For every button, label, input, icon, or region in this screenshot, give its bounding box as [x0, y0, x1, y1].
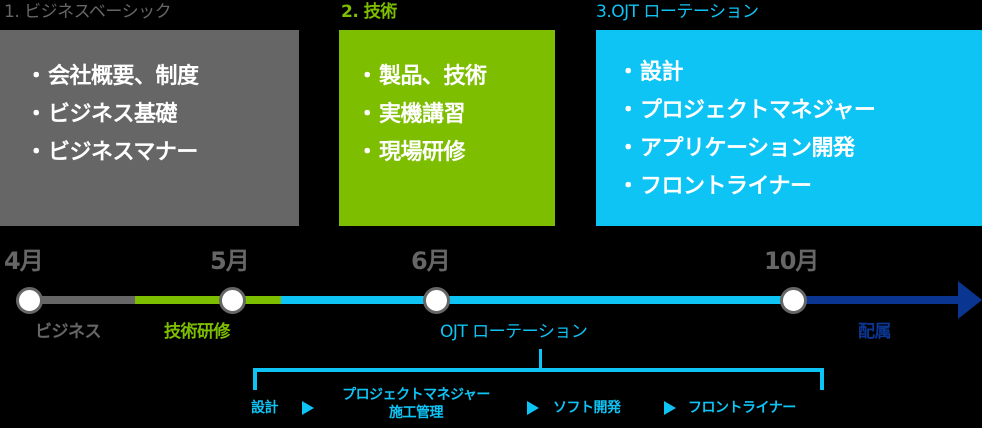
timeline-segment-tech: [135, 296, 281, 304]
arrow-right-icon: [527, 401, 539, 415]
phase-box-ojt: ・設計 ・プロジェクトマネジャー ・アプリケーション開発 ・フロントライナー: [596, 30, 982, 226]
timeline-arrow-icon: [958, 281, 982, 319]
bracket-left-leg: [253, 368, 257, 390]
month-label-june: 6月: [411, 247, 451, 275]
phase-item: ・実機講習: [356, 102, 466, 127]
arrow-right-icon: [664, 401, 676, 415]
phase-item: ・アプリケーション開発: [617, 136, 855, 161]
phase-item: ・ビジネスマナー: [25, 140, 198, 165]
segment-label-ojt: OJT ローテーション: [440, 322, 588, 342]
phase-item: ・プロジェクトマネジャー: [617, 98, 876, 123]
bracket-horizontal: [253, 368, 824, 372]
timeline-segment-assignment: [795, 296, 960, 304]
timeline-node-may: [219, 287, 246, 314]
phase-item: ・製品、技術: [356, 64, 487, 89]
phase-title-ojt: 3.OJT ローテーション: [596, 2, 759, 22]
rotation-step-design: 設計: [251, 400, 279, 416]
phase-item: ・会社概要、制度: [25, 64, 199, 89]
rotation-step-sublabel: 施工管理: [389, 405, 444, 421]
timeline-node-october: [780, 287, 807, 314]
month-label-october: 10月: [764, 247, 819, 275]
rotation-step-front-liner: フロントライナー: [688, 400, 796, 416]
timeline-segment-business: [30, 296, 135, 304]
phase-item: ・フロントライナー: [617, 174, 812, 199]
phase-item: ・現場研修: [356, 140, 466, 165]
segment-label-tech: 技術研修: [164, 322, 231, 342]
segment-label-business: ビジネス: [35, 322, 102, 342]
rotation-step-project-manager: プロジェクトマネジャー 施工管理: [322, 386, 510, 422]
phase-item: ・ビジネス基礎: [25, 102, 178, 127]
phase-item: ・設計: [617, 60, 684, 85]
rotation-step-label: プロジェクトマネジャー: [342, 387, 490, 403]
phase-box-business-basic: ・会社概要、制度 ・ビジネス基礎 ・ビジネスマナー: [0, 30, 299, 226]
phase-title-business-basic: 1. ビジネスベーシック: [4, 2, 172, 22]
bracket-right-leg: [820, 368, 824, 390]
phase-title-tech: 2. 技術: [341, 2, 397, 22]
arrow-right-icon: [302, 401, 314, 415]
timeline-node-june: [423, 287, 450, 314]
bracket-stem: [539, 349, 542, 369]
phase-box-tech: ・製品、技術 ・実機講習 ・現場研修: [339, 30, 555, 226]
timeline-node-april: [16, 287, 43, 314]
month-label-april: 4月: [4, 247, 44, 275]
rotation-step-software-dev: ソフト開発: [553, 400, 621, 416]
segment-label-assignment: 配属: [858, 322, 892, 342]
month-label-may: 5月: [210, 247, 250, 275]
timeline-segment-ojt: [281, 296, 795, 304]
